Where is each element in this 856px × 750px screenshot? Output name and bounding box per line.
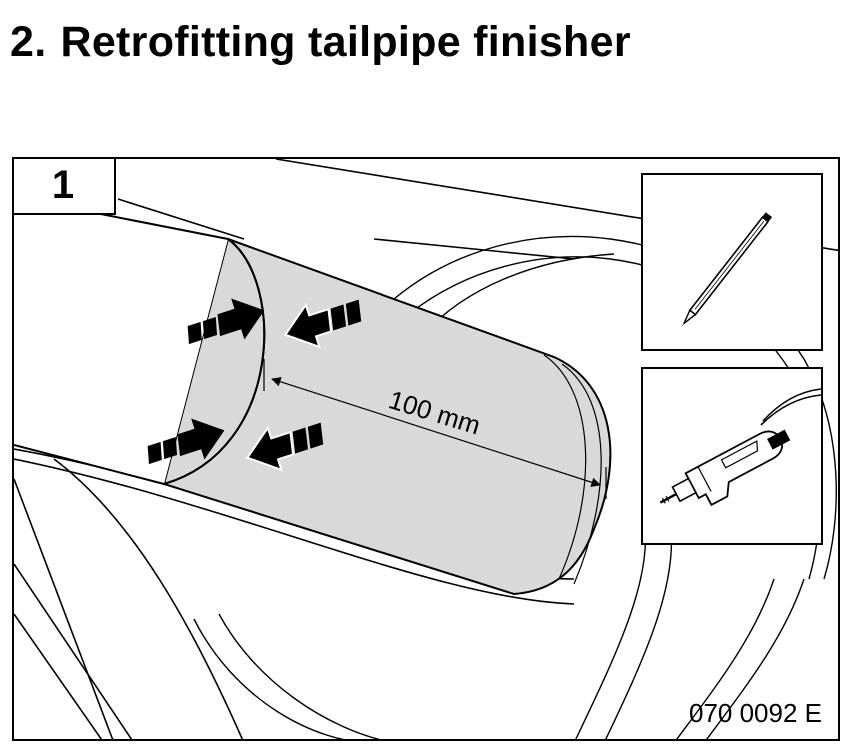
step-number: 1 <box>51 162 75 207</box>
tool-marker-box <box>641 173 823 351</box>
tailpipe-illustration: 100 mm <box>14 159 838 739</box>
power-drill-icon <box>659 388 822 507</box>
page-title: 2. Retrofitting tailpipe finisher <box>10 18 631 67</box>
illustration-panel: 100 mm <box>12 157 840 741</box>
arrow-lower-right-icon <box>245 422 324 472</box>
marker-pen-icon <box>681 212 773 327</box>
arrow-lower-left-icon <box>147 418 225 465</box>
indicator-arrows <box>147 298 362 472</box>
tool-drill-box <box>641 367 823 545</box>
reference-code: 070 0092 E <box>688 698 822 728</box>
section-title: Retrofitting tailpipe finisher <box>60 18 631 66</box>
arrow-upper-right-icon <box>283 299 362 349</box>
section-number: 2. <box>10 18 47 66</box>
arrow-upper-left-icon <box>187 298 265 345</box>
tailpipe <box>14 196 612 596</box>
step-number-box: 1 <box>14 159 116 215</box>
